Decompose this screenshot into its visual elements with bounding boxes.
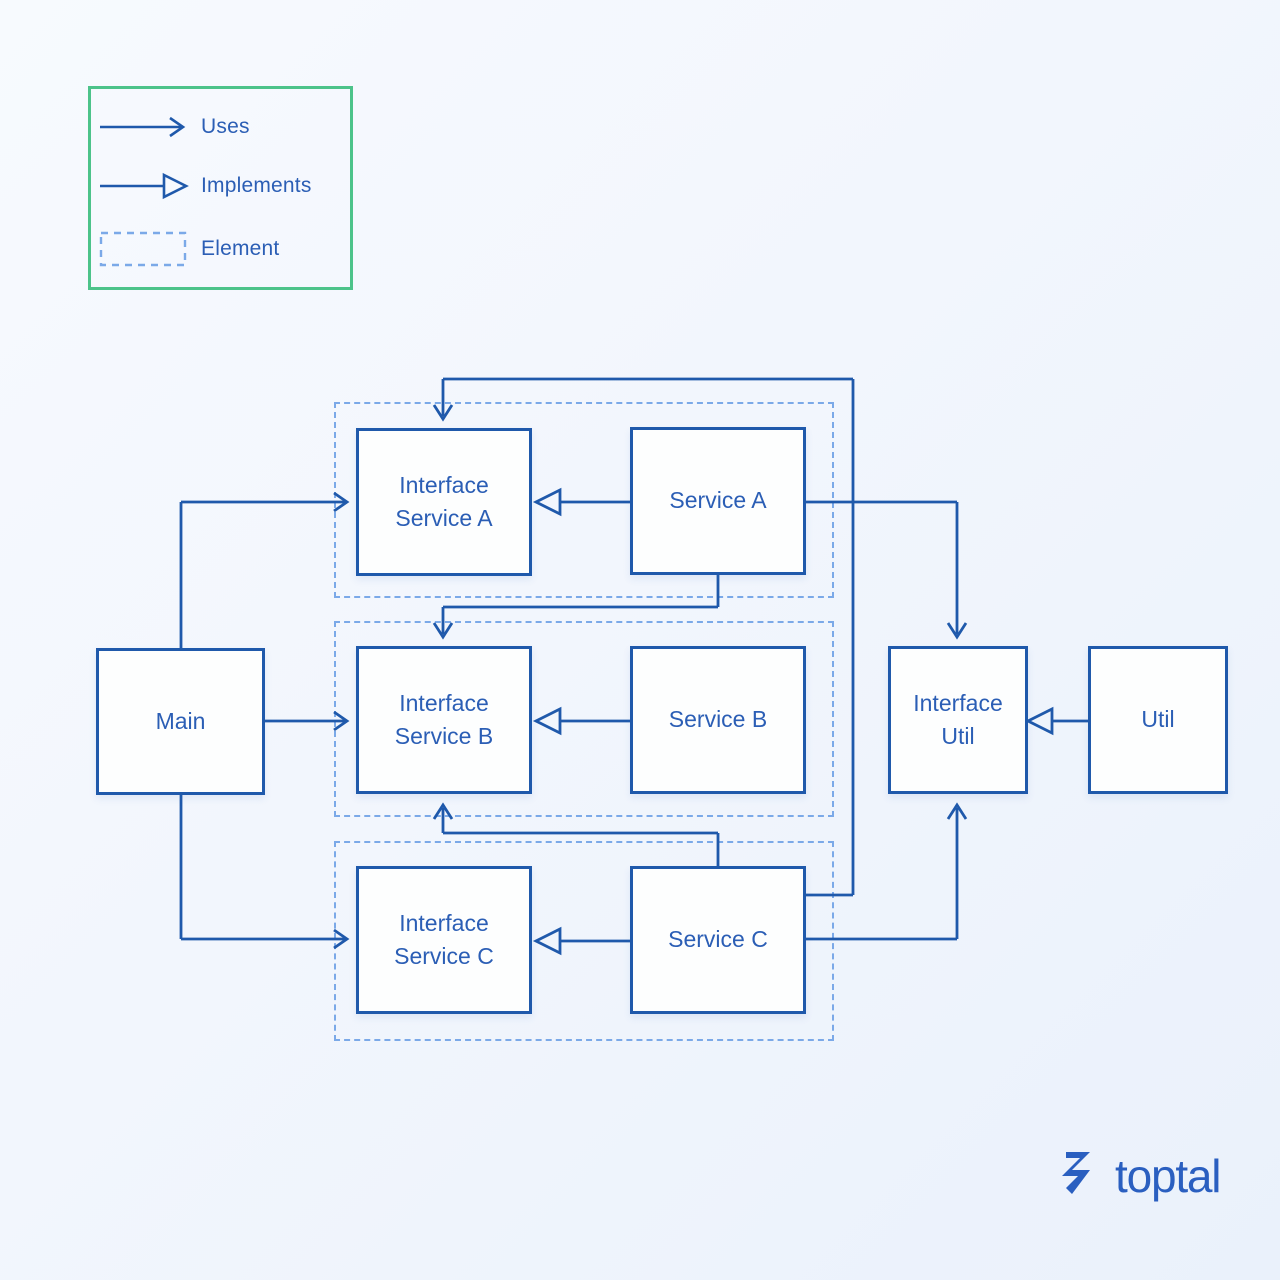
node-service-c-label: Service C <box>668 926 768 953</box>
node-util-label: Util <box>1141 706 1175 733</box>
node-main[interactable]: Main <box>96 648 265 795</box>
toptal-chevron-icon <box>1060 1148 1106 1203</box>
node-interface-util-label: Interface Util <box>905 687 1011 754</box>
legend-label-element: Element <box>201 237 280 260</box>
open-arrow-icon <box>91 107 201 147</box>
node-main-label: Main <box>155 707 206 734</box>
node-interface-service-c[interactable]: Interface Service C <box>356 866 532 1014</box>
node-service-a[interactable]: Service A <box>630 427 806 575</box>
legend-item-element: Element <box>91 229 350 269</box>
hollow-triangle-arrow-icon <box>91 166 201 206</box>
legend-item-uses: Uses <box>91 107 350 147</box>
node-interface-service-c-label: Interface Service C <box>386 907 502 974</box>
node-interface-service-a[interactable]: Interface Service A <box>356 428 532 576</box>
node-service-b[interactable]: Service B <box>630 646 806 794</box>
node-service-b-label: Service B <box>668 706 768 733</box>
node-interface-util-line1: Interface <box>913 689 1003 716</box>
node-interface-service-b-label: Interface Service B <box>387 687 501 754</box>
toptal-logo: toptal <box>1060 1148 1222 1203</box>
toptal-wordmark: toptal <box>1115 1149 1222 1202</box>
node-interface-service-c-line2: Service C <box>394 943 494 969</box>
node-interface-service-a-line1: Interface <box>399 471 489 498</box>
node-interface-util-line2: Util <box>941 723 975 749</box>
node-interface-service-c-line1: Interface <box>399 909 489 936</box>
node-service-c[interactable]: Service C <box>630 866 806 1014</box>
dashed-rectangle-icon <box>91 229 201 269</box>
legend-box: Uses Implements Element <box>88 86 353 290</box>
node-interface-util[interactable]: Interface Util <box>888 646 1028 794</box>
node-util[interactable]: Util <box>1088 646 1228 794</box>
node-interface-service-b-line1: Interface <box>399 689 489 716</box>
legend-label-implements: Implements <box>201 174 312 197</box>
legend-item-implements: Implements <box>91 166 350 206</box>
node-service-a-label: Service A <box>669 487 767 514</box>
legend-label-uses: Uses <box>201 115 250 138</box>
node-interface-service-a-label: Interface Service A <box>387 469 500 536</box>
node-interface-service-b-line2: Service B <box>394 723 494 749</box>
node-interface-service-b[interactable]: Interface Service B <box>356 646 532 794</box>
node-interface-service-a-line2: Service A <box>395 505 493 531</box>
